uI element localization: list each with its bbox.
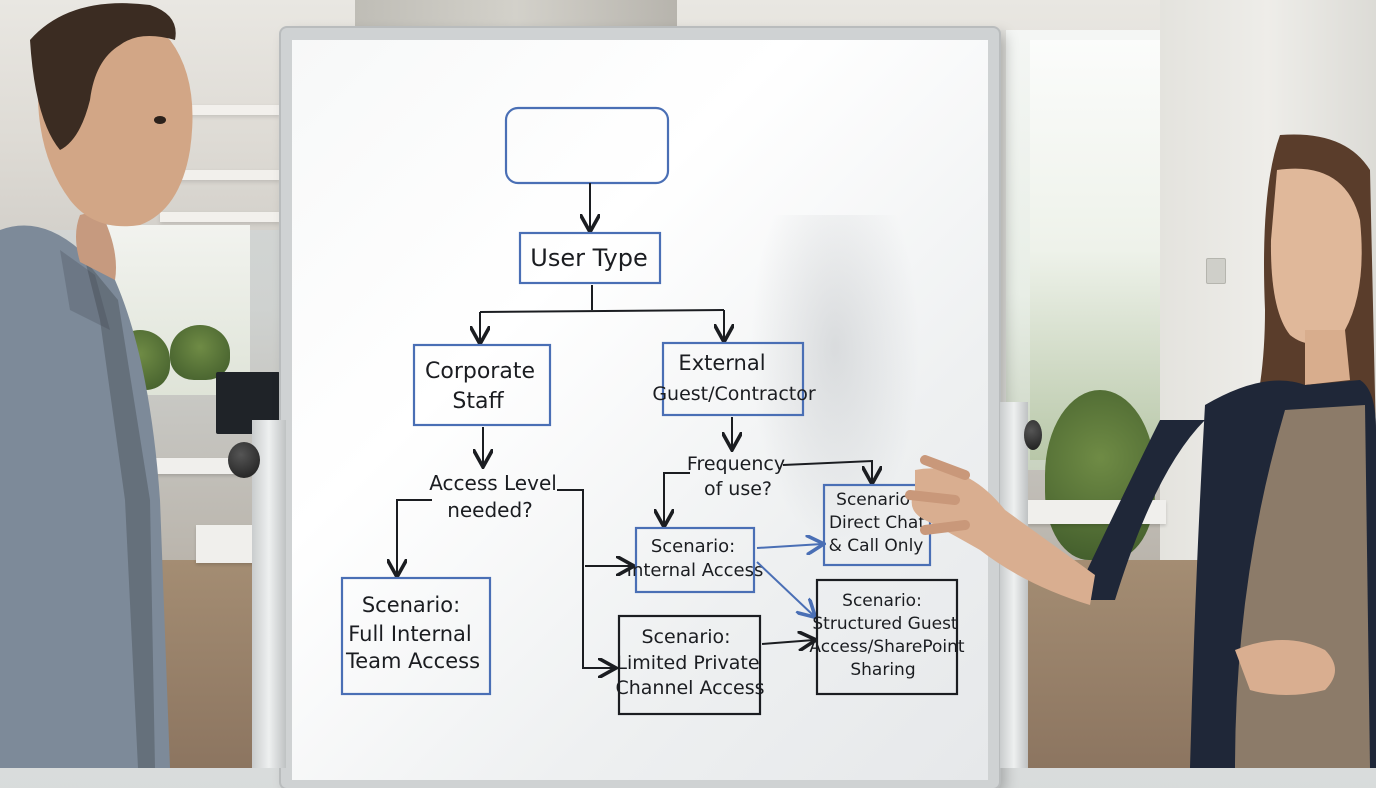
arrow (756, 561, 814, 616)
user-type-box (518, 231, 662, 285)
scenario-full-internal-box (340, 576, 492, 696)
corporate-staff-line2: Staff (452, 389, 504, 414)
corporate-staff-box (412, 343, 552, 427)
arrow (761, 640, 814, 644)
arrow (664, 472, 690, 525)
scenario-limited-private-line3: Channel Access (615, 677, 764, 699)
scenario-full-internal-line1: Scenario: (362, 593, 460, 617)
arrow (756, 544, 822, 548)
shadow (750, 215, 920, 545)
whiteboard-stand-right (1000, 402, 1028, 768)
scenario-structured-guest-line3: Access/SharePoint (809, 637, 965, 657)
scenario-direct-chat-line2: Direct Chat (829, 513, 925, 533)
thermostat (1206, 258, 1226, 284)
top-box (504, 106, 670, 185)
ceiling-light (160, 212, 280, 222)
scenario-internal-access-line2: Internal Access (627, 560, 764, 581)
external-guest-box (661, 341, 805, 417)
scenario-limited-private-line1: Scenario: (642, 626, 731, 648)
arrow (782, 459, 872, 482)
whiteboard-stand-left (252, 420, 286, 768)
man-left (0, 3, 193, 768)
scenario-limited-private-box (617, 614, 762, 716)
access-level-line1: Access Level (429, 471, 557, 495)
external-guest-line1: External (678, 351, 765, 375)
frequency-line2: of use? (704, 478, 772, 500)
stand-knob (1024, 420, 1042, 450)
connector (479, 309, 725, 313)
scenario-direct-chat-line1: Scenario: (836, 490, 916, 510)
scenario-structured-guest-line2: Structured Guest (812, 614, 958, 634)
user-type-label: User Type (530, 244, 647, 272)
access-level-line2: needed? (447, 498, 533, 522)
flowchart-diagram: User Type Corporate Staff External Guest… (340, 106, 965, 716)
plant (170, 325, 230, 380)
woman-right (905, 134, 1376, 768)
scenario-internal-access-line1: Scenario: (651, 536, 735, 557)
ceiling-light (180, 105, 280, 115)
frequency-line1: Frequency (687, 453, 785, 475)
scenario-limited-private-line2: Limited Private (616, 652, 759, 674)
scenario-structured-guest-box (815, 578, 959, 696)
scenario-full-internal-line2: Full Internal (348, 622, 472, 646)
ceiling-light (165, 170, 280, 180)
corporate-staff-line1: Corporate (425, 359, 535, 384)
external-guest-line2: Guest/Contractor (652, 383, 816, 405)
scenario-direct-chat-line3: & Call Only (829, 536, 924, 556)
scenario-internal-access-box (634, 526, 756, 594)
arrow (397, 499, 432, 575)
whiteboard-surface (292, 40, 988, 780)
desk (196, 525, 256, 563)
arrow (557, 489, 614, 668)
scenario-structured-guest-line1: Scenario: (842, 591, 922, 611)
stand-knob (228, 442, 260, 478)
scenario-structured-guest-line4: Sharing (850, 660, 915, 680)
scenario-full-internal-line3: Team Access (345, 649, 480, 673)
